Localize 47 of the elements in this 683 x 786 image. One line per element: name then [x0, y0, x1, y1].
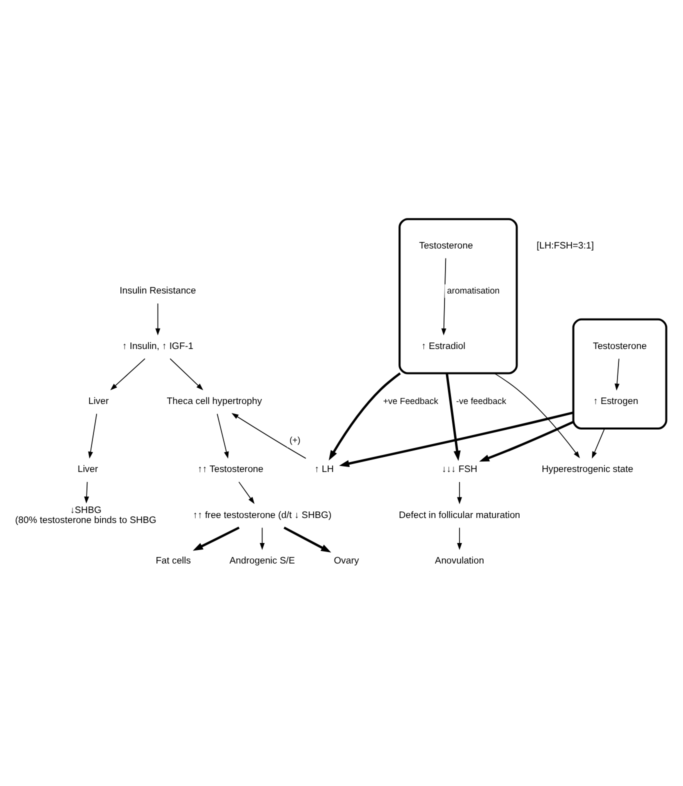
- arrow: [238, 481, 255, 504]
- node-text: Testosterone: [592, 339, 647, 350]
- arrow: [457, 481, 462, 504]
- node-text: Anovulation: [434, 554, 484, 566]
- arrow: [155, 302, 160, 335]
- node-text: ↑ LH: [314, 462, 334, 474]
- node-text: Fat cells: [156, 554, 191, 566]
- arrow: [170, 358, 204, 390]
- edge-label: +ve Feedback: [383, 395, 438, 406]
- arrow: [284, 526, 332, 552]
- node-text: Insulin Resistance: [120, 284, 196, 296]
- edge-label: aromatisation: [447, 284, 500, 295]
- arrow: [614, 358, 620, 390]
- cluster: [398, 218, 518, 374]
- arrow: [328, 372, 401, 460]
- edge-label: -ve feedback: [456, 395, 506, 406]
- node-text: ↑↑ Testosterone: [198, 462, 264, 474]
- node-text: Liver: [78, 462, 98, 474]
- arrow: [479, 420, 574, 462]
- node-text: Liver: [88, 394, 109, 406]
- label: [LH:FSH=3:1]: [536, 239, 594, 250]
- arrow: [232, 412, 306, 458]
- arrow: [192, 526, 240, 550]
- node-text: ↑↑ free testosterone (d/t ↓ SHBG): [192, 508, 332, 520]
- arrow: [592, 428, 606, 458]
- arrow: [457, 526, 462, 550]
- arrow: [339, 411, 574, 467]
- arrow: [88, 412, 98, 458]
- arrow: [110, 358, 146, 390]
- node-text: ↓↓↓ FSH: [442, 462, 478, 474]
- arrow: [446, 372, 461, 460]
- arrow: [494, 372, 580, 458]
- node-text: Theca cell hypertrophy: [166, 394, 262, 406]
- arrow: [84, 481, 90, 504]
- arrow: [216, 412, 229, 458]
- node-text: Defect in follicular maturation: [398, 508, 520, 520]
- node-text: ↑ Insulin, ↑ IGF-1: [122, 339, 194, 350]
- arrow: [260, 526, 265, 550]
- node-text: ↑ Estradiol: [421, 339, 466, 350]
- node-text: Hyperestrogenic state: [542, 462, 634, 474]
- edge-label: (+): [289, 434, 300, 444]
- node-text: ↑ Estrogen: [593, 394, 638, 406]
- node-text: ↓SHBG (80% testosterone binds to SHBG: [15, 503, 156, 524]
- node-text: Ovary: [334, 554, 359, 566]
- node-text: Testosterone: [419, 239, 473, 250]
- node-text: Androgenic S/E: [230, 554, 295, 566]
- cluster: [572, 318, 668, 430]
